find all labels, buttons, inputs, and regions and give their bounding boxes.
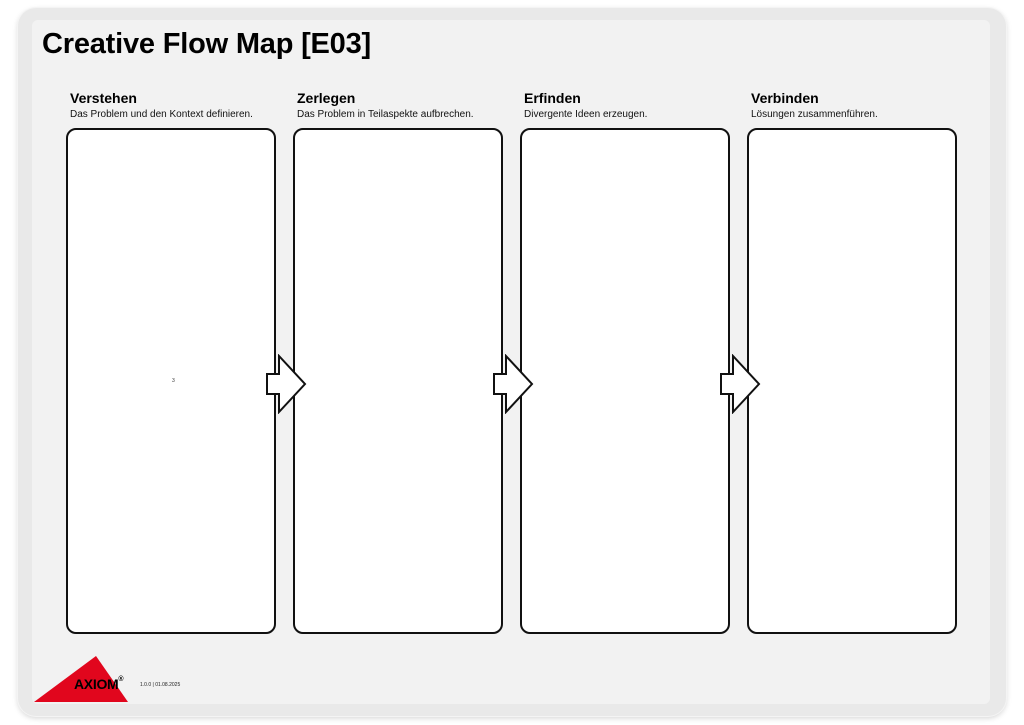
- column-box-verstehen[interactable]: 3: [66, 128, 276, 634]
- column-erfinden: Erfinden Divergente Ideen erzeugen.: [520, 90, 738, 634]
- page-title: Creative Flow Map [E03]: [42, 28, 371, 60]
- arrow-right-outline-icon: [266, 354, 307, 414]
- column-description: Das Problem und den Kontext definieren.: [70, 109, 253, 120]
- canvas-sheet: Creative Flow Map [E03] Verstehen Das Pr…: [32, 20, 990, 704]
- arrow-right-outline-icon: [493, 354, 534, 414]
- column-title: Verbinden: [751, 90, 819, 106]
- column-title: Erfinden: [524, 90, 581, 106]
- logo-wordmark: AXIOM: [74, 676, 119, 692]
- registered-mark: ®: [118, 676, 124, 684]
- column-zerlegen: Zerlegen Das Problem in Teilaspekte aufb…: [293, 90, 511, 634]
- column-verstehen: Verstehen Das Problem und den Kontext de…: [66, 90, 284, 634]
- column-description: Lösungen zusammenführen.: [751, 109, 878, 120]
- column-verbinden: Verbinden Lösungen zusammenführen.: [747, 90, 965, 634]
- logo-text: AXIOM®: [74, 676, 124, 692]
- box-note: 3: [172, 378, 175, 384]
- column-description: Divergente Ideen erzeugen.: [524, 109, 648, 120]
- column-box-verbinden[interactable]: [747, 128, 957, 634]
- column-description: Das Problem in Teilaspekte aufbrechen.: [297, 109, 474, 120]
- version-label: 1.0.0 | 01.08.2025: [140, 682, 181, 688]
- arrow-right-outline-icon: [720, 354, 761, 414]
- red-triangle-logo: [34, 656, 128, 702]
- column-box-zerlegen[interactable]: [293, 128, 503, 634]
- column-title: Zerlegen: [297, 90, 356, 106]
- footer: AXIOM® 1.0.0 | 01.08.2025: [32, 656, 232, 704]
- column-box-erfinden[interactable]: [520, 128, 730, 634]
- column-title: Verstehen: [70, 90, 137, 106]
